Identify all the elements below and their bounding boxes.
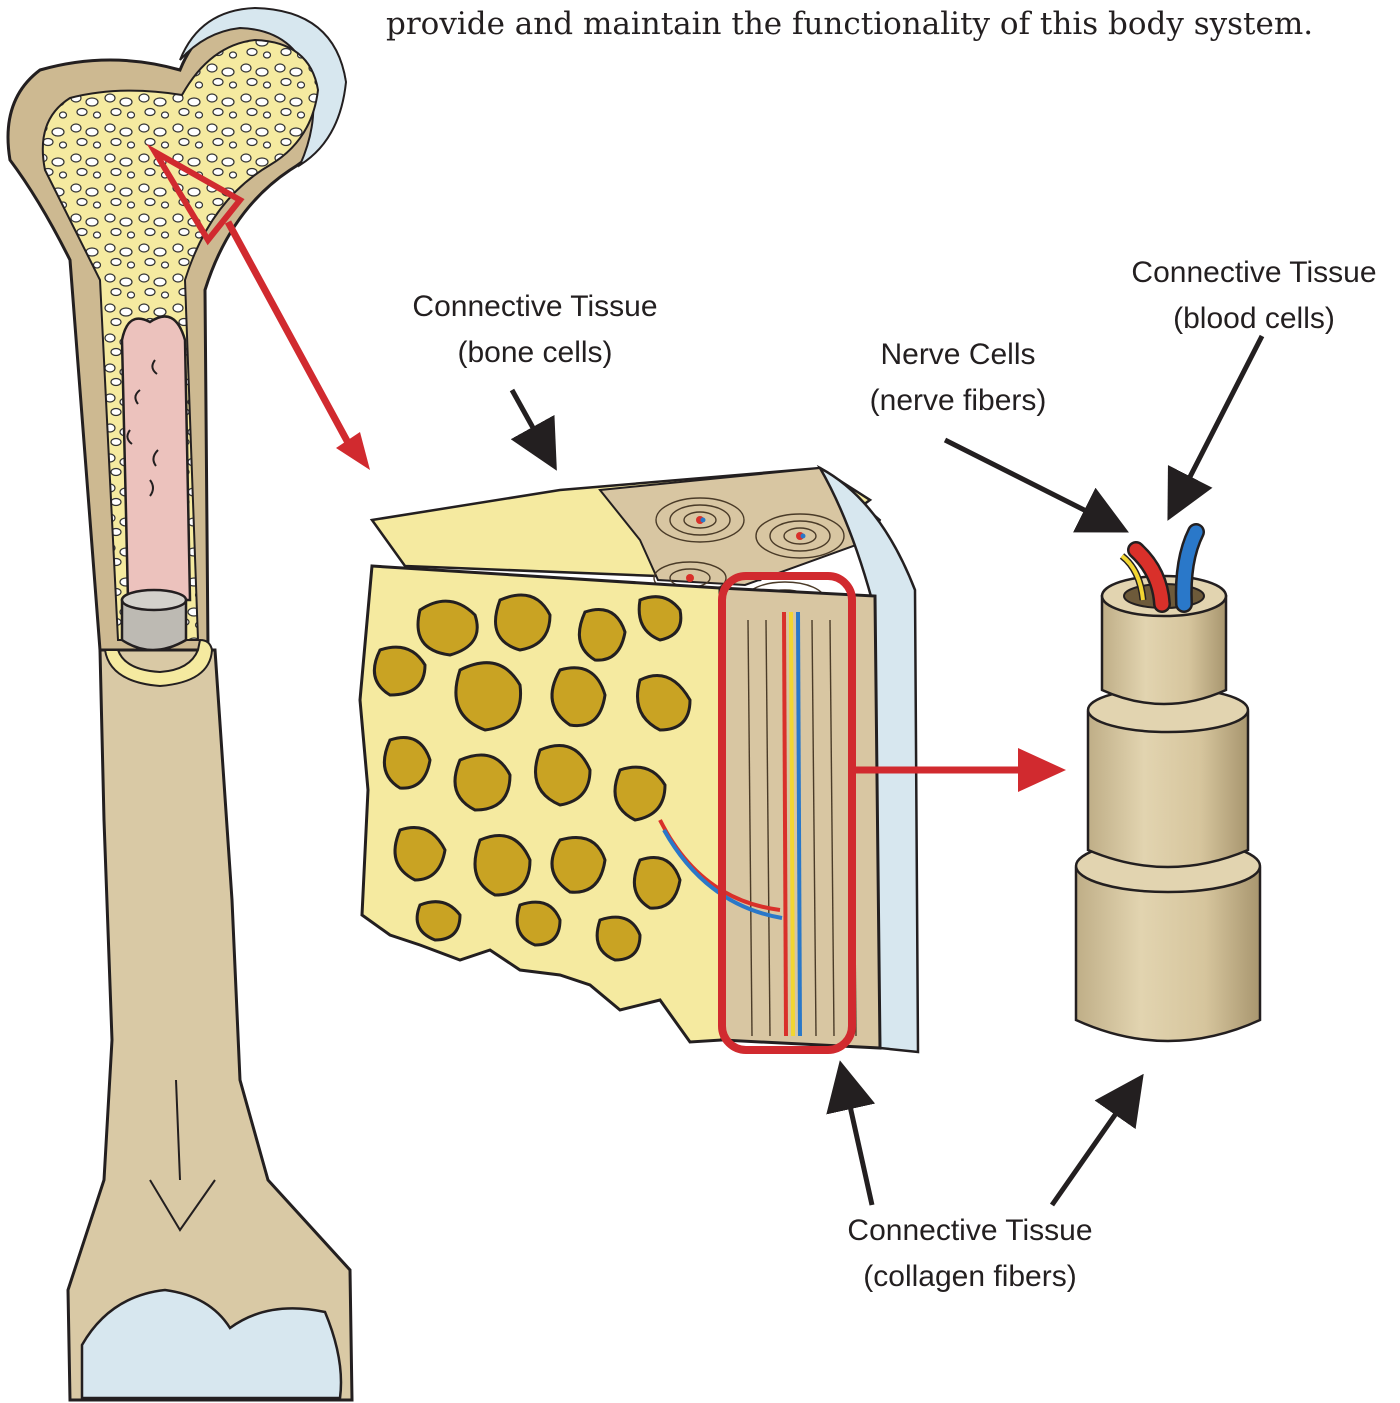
cylinder-tier-bottom (1076, 868, 1260, 1041)
femur-bone (8, 8, 352, 1400)
label-bone-cells: Connective Tissue (bone cells) (390, 284, 680, 376)
arrow-blood-cells (1172, 336, 1262, 512)
callout-red-line (228, 222, 352, 450)
caption-text: provide and maintain the functionality o… (386, 6, 1386, 42)
label-nerve-cells-line2: (nerve fibers) (838, 378, 1078, 424)
label-blood-cells: Connective Tissue (blood cells) (1110, 250, 1398, 342)
label-collagen-fibers-line1: Connective Tissue (820, 1208, 1120, 1254)
cylinder-tier-middle (1088, 712, 1248, 867)
callout-red-arrowhead (336, 432, 370, 470)
cut-plug-top (122, 590, 186, 610)
label-blood-cells-line1: Connective Tissue (1110, 250, 1398, 296)
arrow-bone-cells (512, 390, 552, 462)
label-nerve-cells-line1: Nerve Cells (838, 332, 1078, 378)
label-collagen-fibers-line2: (collagen fibers) (820, 1254, 1120, 1300)
label-bone-cells-line2: (bone cells) (390, 330, 680, 376)
femur-shaft (68, 650, 352, 1400)
label-blood-cells-line2: (blood cells) (1110, 296, 1398, 342)
label-bone-cells-line1: Connective Tissue (390, 284, 680, 330)
arrow-collagen-block (842, 1070, 872, 1205)
osteon-cylinder (1076, 532, 1260, 1041)
marrow-cavity (122, 316, 190, 600)
arrow-collagen-cylinder (1052, 1082, 1138, 1205)
bone-cross-section (360, 468, 918, 1052)
label-collagen-fibers: Connective Tissue (collagen fibers) (820, 1208, 1120, 1300)
arrow-nerve-cells (945, 440, 1120, 528)
label-nerve-cells: Nerve Cells (nerve fibers) (838, 332, 1078, 424)
